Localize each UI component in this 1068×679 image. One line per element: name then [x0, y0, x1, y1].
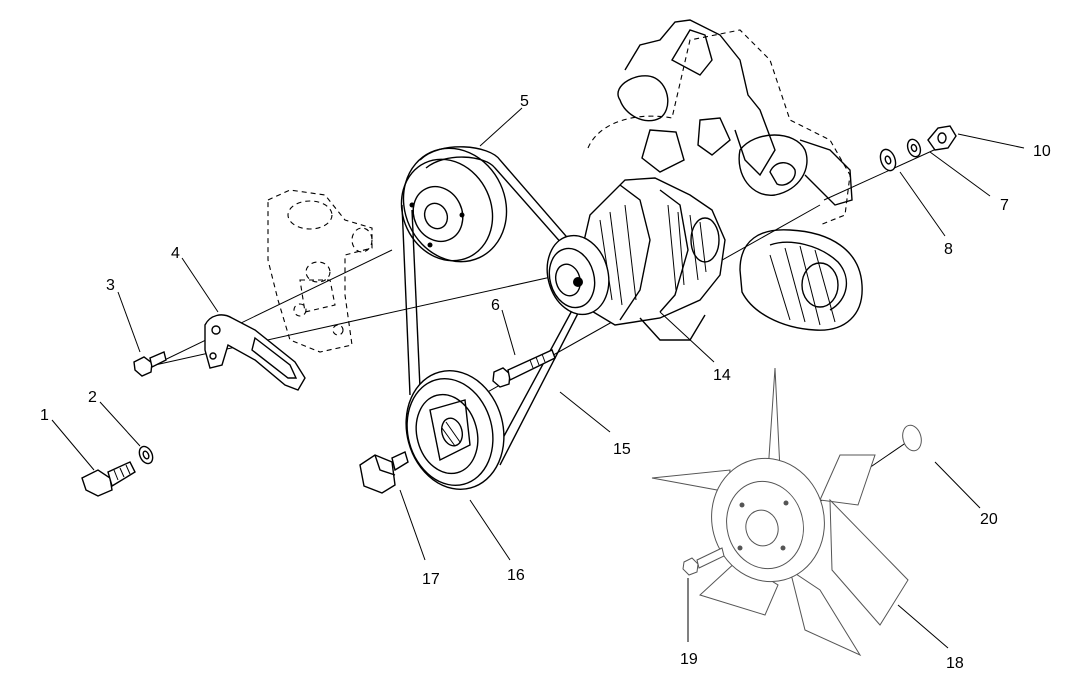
bolt-part-3: [133, 351, 167, 377]
bolt-part-19: [682, 547, 725, 576]
callout-4: 4: [171, 245, 180, 262]
water-pump-housing: [267, 189, 373, 353]
callout-3: 3: [106, 277, 115, 294]
water-pump-pulley: [400, 147, 508, 263]
cooling-fan: [651, 367, 909, 657]
washer-part-2: [138, 445, 154, 465]
crankshaft-pulley: [405, 370, 505, 490]
callout-labels: 1 2 3 4 5 6 7 8 10 14 15 16 17 18 19 20: [40, 93, 1051, 672]
callout-18: 18: [946, 655, 964, 672]
callout-20: 20: [980, 511, 998, 528]
callout-15: 15: [613, 441, 631, 458]
bolt-part-6: [492, 349, 556, 388]
callout-2: 2: [88, 389, 97, 406]
callout-8: 8: [944, 241, 953, 258]
bolt-part-17: [359, 451, 409, 494]
callout-17: 17: [422, 571, 440, 588]
callout-6: 6: [491, 297, 500, 314]
callout-1: 1: [40, 407, 49, 424]
v-belt: [401, 146, 591, 466]
callout-14: 14: [713, 367, 731, 384]
alternator: [546, 177, 726, 341]
oil-filter: [739, 229, 863, 331]
lock-washer-part-7: [906, 138, 922, 158]
callout-19: 19: [680, 651, 698, 668]
spacer-part-20: [902, 424, 922, 452]
callout-7: 7: [1000, 197, 1009, 214]
engine-block: [587, 19, 863, 331]
callout-16: 16: [507, 567, 525, 584]
callout-10: 10: [1033, 143, 1051, 160]
callout-5: 5: [520, 93, 529, 110]
washer-part-8: [879, 148, 897, 172]
leader-lines: [51, 107, 1025, 649]
adjusting-bracket: [204, 314, 306, 391]
nut-part-10: [927, 125, 957, 151]
bolt-part-1: [81, 461, 136, 497]
